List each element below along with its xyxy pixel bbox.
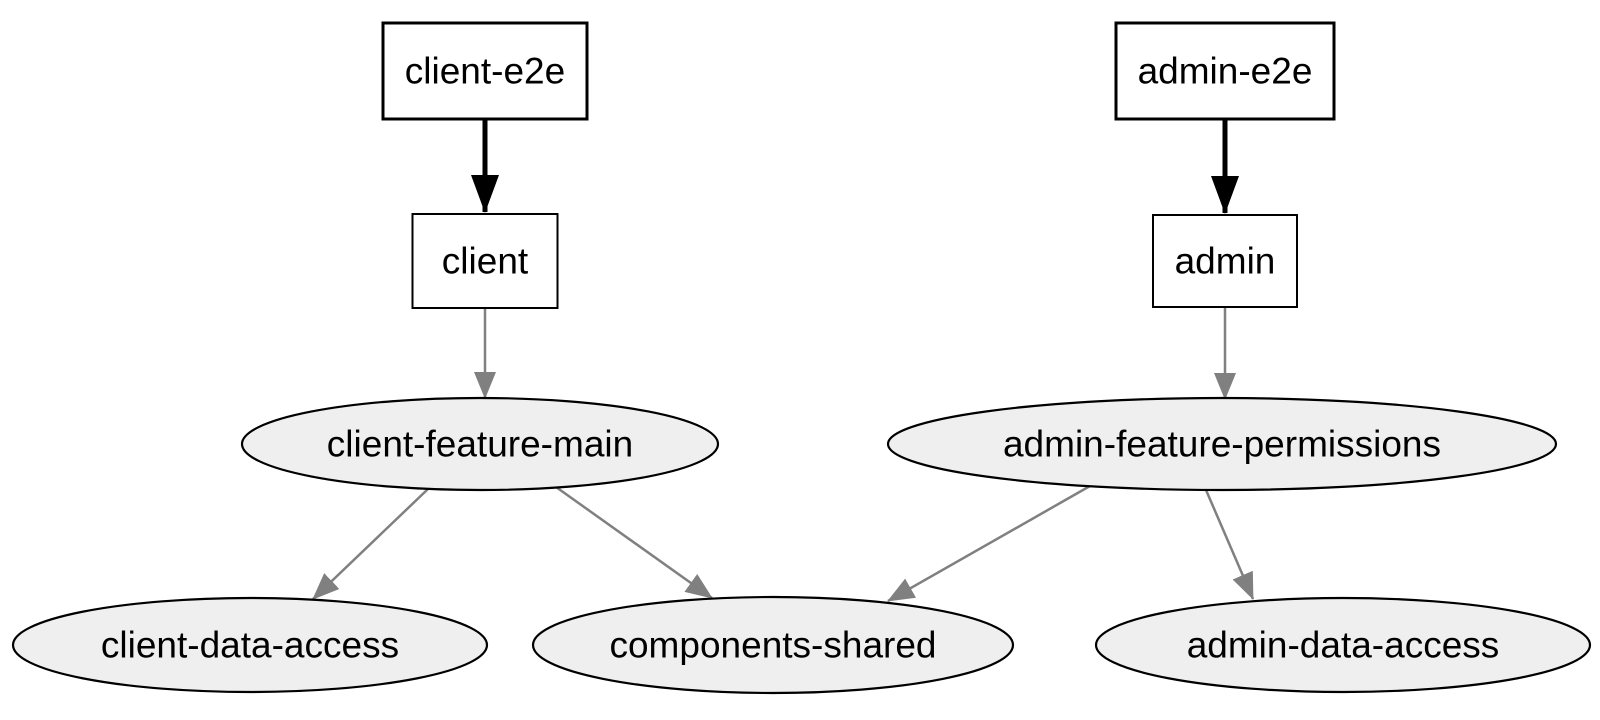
node-shape-client-data-access [11, 596, 489, 694]
node-label-components-shared: components-shared [609, 625, 936, 666]
node-shape-client-feature-main [240, 396, 720, 492]
node-admin-data-access: admin-data-access [1094, 596, 1592, 694]
node-label-admin-feature-permissions: admin-feature-permissions [1003, 424, 1441, 465]
node-label-admin: admin [1175, 241, 1276, 282]
edge-client-feature-main--components-shared [555, 485, 713, 600]
node-label-client-data-access: client-data-access [101, 625, 399, 666]
node-client-data-access: client-data-access [11, 596, 489, 694]
node-label-admin-e2e: admin-e2e [1138, 51, 1313, 92]
edges-layer [312, 118, 1255, 603]
node-client-e2e: client-e2e [381, 21, 589, 121]
node-shape-admin-data-access [1094, 596, 1592, 694]
node-client: client [411, 213, 559, 309]
node-label-client-e2e: client-e2e [405, 51, 565, 92]
node-client-feature-main: client-feature-main [240, 396, 720, 492]
node-admin-e2e: admin-e2e [1114, 21, 1336, 121]
node-shape-client [411, 213, 559, 309]
node-shape-admin-feature-permissions [886, 396, 1558, 492]
node-components-shared: components-shared [531, 595, 1015, 695]
node-label-admin-data-access: admin-data-access [1187, 625, 1500, 666]
edge-admin-feature-permissions--admin-data-access [1204, 489, 1255, 600]
edge-admin-feature-permissions--components-shared [887, 484, 1091, 603]
nodes-layer: client-e2e client admin-e2e admin client-fea… [11, 21, 1592, 695]
node-shape-components-shared [531, 595, 1015, 695]
node-label-client: client [442, 241, 529, 282]
edge-client-feature-main--client-data-access [312, 488, 429, 600]
node-admin: admin [1152, 214, 1298, 308]
node-shape-client-e2e [381, 21, 589, 121]
node-shape-admin-e2e [1114, 21, 1336, 121]
node-admin-feature-permissions: admin-feature-permissions [886, 396, 1558, 492]
node-label-client-feature-main: client-feature-main [327, 424, 633, 465]
node-shape-admin [1152, 214, 1298, 308]
